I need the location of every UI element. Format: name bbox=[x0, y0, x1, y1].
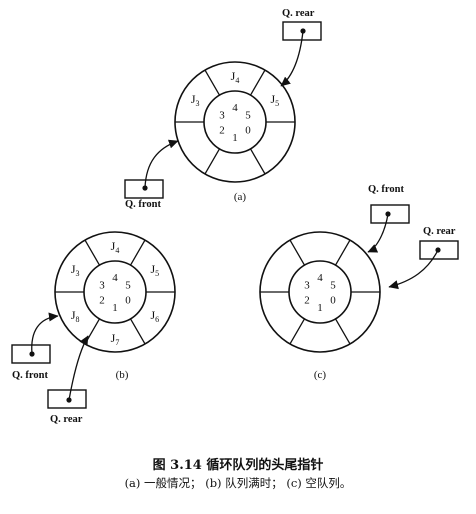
slot-index: 3 bbox=[219, 110, 225, 122]
slot-index: 2 bbox=[304, 295, 310, 307]
pointer-arrow bbox=[144, 139, 179, 189]
slot-divider bbox=[249, 69, 266, 96]
front-pointer-c: Q. front bbox=[367, 184, 410, 253]
front-pointer-a: Q. front bbox=[124, 139, 179, 210]
figure-title: 图 3.14 循环队列的头尾指针 bbox=[152, 458, 324, 473]
slot-index: 1 bbox=[317, 302, 323, 314]
rear-pointer-b: Q. rear bbox=[47, 335, 89, 425]
queue-element: J7 bbox=[111, 331, 120, 347]
slot-divider bbox=[334, 318, 351, 345]
panel-label: (c) bbox=[314, 369, 327, 381]
panel-label: (b) bbox=[116, 369, 129, 381]
rear-pointer-c: Q. rear bbox=[388, 226, 459, 290]
slot-index: 3 bbox=[304, 280, 310, 292]
slot-divider bbox=[289, 318, 306, 345]
pointer-arrow bbox=[31, 312, 59, 355]
queue-element: J3 bbox=[71, 262, 80, 278]
pointer-label: Q. front bbox=[368, 184, 404, 195]
slot-index: 1 bbox=[112, 302, 118, 314]
slot-divider bbox=[334, 239, 351, 266]
slot-index: 5 bbox=[125, 280, 131, 292]
pointer-label: Q. front bbox=[125, 199, 161, 210]
slot-index: 4 bbox=[112, 272, 118, 284]
pointer-arrow bbox=[280, 30, 304, 87]
queue-element: J5 bbox=[151, 262, 160, 278]
slot-divider bbox=[84, 318, 101, 345]
queue-ring-c: 012 345 bbox=[259, 231, 381, 353]
slot-index: 0 bbox=[330, 295, 336, 307]
queue-element: J3 bbox=[191, 92, 200, 108]
rear-pointer-a: Q. rear bbox=[280, 8, 322, 87]
front-pointer-b: Q. front bbox=[11, 312, 59, 381]
slot-divider bbox=[249, 148, 266, 175]
queue-element: J4 bbox=[231, 69, 240, 85]
slot-index: 1 bbox=[232, 132, 238, 144]
queue-element: J4 bbox=[111, 239, 120, 255]
queue-element: J6 bbox=[151, 308, 160, 324]
slot-index: 5 bbox=[245, 110, 251, 122]
pointer-label: Q. rear bbox=[282, 8, 315, 19]
slot-divider bbox=[204, 69, 221, 96]
panel-label: (a) bbox=[234, 191, 247, 203]
slot-index: 4 bbox=[317, 272, 323, 284]
pointer-arrow bbox=[68, 335, 89, 401]
pointer-arrow bbox=[388, 249, 439, 290]
slot-index: 4 bbox=[232, 102, 238, 114]
figure-subtitle: (a) 一般情况； (b) 队列满时； (c) 空队列。 bbox=[124, 476, 352, 490]
pointer-label: Q. rear bbox=[423, 226, 456, 237]
queue-element: J8 bbox=[71, 308, 80, 324]
slot-divider bbox=[129, 239, 146, 266]
slot-index: 5 bbox=[330, 280, 336, 292]
slot-index: 3 bbox=[99, 280, 105, 292]
slot-divider bbox=[84, 239, 101, 266]
slot-divider bbox=[204, 148, 221, 175]
slot-index: 0 bbox=[125, 295, 131, 307]
pointer-label: Q. rear bbox=[50, 414, 83, 425]
queue-element: J5 bbox=[271, 92, 280, 108]
slot-divider bbox=[289, 239, 306, 266]
pointer-label: Q. front bbox=[12, 370, 48, 381]
pointer-arrow bbox=[367, 213, 389, 253]
slot-index: 2 bbox=[99, 295, 105, 307]
slot-index: 2 bbox=[219, 125, 225, 137]
slot-index: 0 bbox=[245, 125, 251, 137]
slot-divider bbox=[129, 318, 146, 345]
